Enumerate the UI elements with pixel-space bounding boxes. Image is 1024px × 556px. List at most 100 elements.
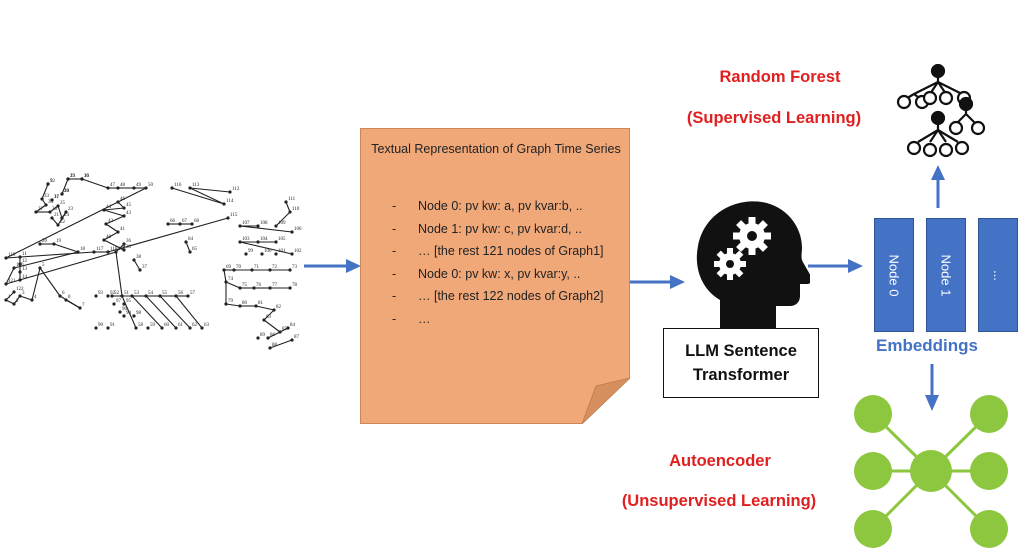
grid-node-label: 47 bbox=[110, 183, 116, 188]
arrow-embeddings-to-autoencoder bbox=[925, 364, 939, 411]
grid-node bbox=[226, 216, 230, 220]
grid-node bbox=[132, 186, 136, 190]
grid-node bbox=[106, 250, 110, 254]
grid-edge bbox=[189, 187, 231, 193]
grid-node-label: 39 bbox=[126, 245, 132, 250]
grid-node bbox=[272, 308, 276, 312]
grid-edge bbox=[175, 295, 203, 329]
grid-node-label: 92 bbox=[110, 291, 116, 296]
grid-node-label: 36 bbox=[126, 239, 132, 244]
grid-node bbox=[116, 200, 120, 204]
grid-node-label: 38 bbox=[136, 255, 142, 260]
grid-edge bbox=[239, 225, 293, 233]
grid-node-label: 70 bbox=[236, 265, 242, 270]
grid-node-label: 98 bbox=[136, 311, 142, 316]
grid-node-label: 63 bbox=[204, 323, 210, 328]
grid-edge bbox=[103, 239, 125, 251]
grid-node bbox=[134, 326, 138, 330]
grid-node bbox=[262, 318, 266, 322]
grid-node-label: 78 bbox=[292, 283, 298, 288]
random-forest-trees-icon bbox=[896, 64, 986, 158]
grid-node-label: 116 bbox=[174, 183, 182, 188]
grid-node-label: 95 bbox=[126, 299, 132, 304]
grid-node bbox=[184, 240, 188, 244]
grid-node bbox=[178, 222, 182, 226]
arrow-graph-to-text bbox=[304, 259, 361, 273]
grid-node-label: 101 bbox=[278, 249, 286, 254]
grid-node-label: 10 bbox=[64, 189, 70, 194]
grid-node bbox=[284, 200, 288, 204]
grid-node-label: 75 bbox=[242, 283, 248, 288]
grid-node-label: 19 bbox=[56, 239, 62, 244]
grid-node bbox=[256, 336, 260, 340]
grid-node-label: 51 bbox=[124, 291, 130, 296]
grid-node bbox=[38, 266, 42, 270]
grid-node-label: 27 bbox=[38, 207, 44, 212]
grid-edge bbox=[225, 303, 241, 307]
grid-node-label: 69 bbox=[226, 265, 232, 270]
grid-node-label: 3 bbox=[22, 291, 25, 296]
grid-edge bbox=[133, 259, 141, 271]
grid-node-label: 24 bbox=[64, 213, 70, 218]
grid-edge bbox=[81, 178, 109, 189]
grid-node bbox=[116, 186, 120, 190]
grid-node bbox=[160, 326, 164, 330]
grid-node-label: 83 bbox=[266, 315, 272, 320]
bullet-dash: - bbox=[392, 221, 397, 236]
grid-edge bbox=[189, 187, 225, 205]
grid-node bbox=[290, 252, 294, 256]
grid-node bbox=[166, 222, 170, 226]
textual-representation-note bbox=[360, 128, 630, 424]
grid-node bbox=[274, 252, 278, 256]
grid-node bbox=[18, 294, 22, 298]
grid-node bbox=[4, 298, 8, 302]
grid-node bbox=[252, 286, 256, 290]
grid-edge bbox=[39, 267, 61, 297]
grid-node bbox=[112, 302, 116, 306]
grid-node bbox=[76, 250, 80, 254]
grid-node-label: 80 bbox=[242, 301, 248, 306]
grid-node bbox=[80, 177, 84, 181]
autoencoder-network-icon bbox=[854, 395, 1008, 548]
grid-node bbox=[222, 268, 226, 272]
grid-node-label: 11 bbox=[22, 252, 27, 257]
grid-edge bbox=[103, 231, 119, 241]
grid-node-label: 14 bbox=[22, 275, 28, 280]
grid-node bbox=[268, 286, 272, 290]
grid-node-label: 9 bbox=[50, 179, 53, 184]
grid-node bbox=[274, 224, 278, 228]
grid-node bbox=[56, 204, 60, 208]
llm-label-line1: LLM Sentence bbox=[685, 342, 797, 360]
grid-node bbox=[260, 252, 264, 256]
grid-node bbox=[224, 280, 228, 284]
note-list: -Node 0: pv kw: a, pv kvar:b, .. -Node 1… bbox=[392, 195, 628, 330]
grid-node bbox=[122, 314, 126, 318]
grid-node-label: 48 bbox=[120, 183, 126, 188]
grid-node bbox=[106, 186, 110, 190]
grid-node bbox=[200, 326, 204, 330]
grid-node-label: 91 bbox=[110, 323, 116, 328]
grid-node-label: 112 bbox=[232, 187, 240, 192]
grid-edge bbox=[131, 295, 163, 329]
grid-node-label: 44 bbox=[106, 205, 112, 210]
grid-node bbox=[12, 290, 16, 294]
grid-node bbox=[48, 210, 52, 214]
grid-node-label: 31 bbox=[54, 195, 60, 200]
grid-node bbox=[238, 286, 242, 290]
grid-node bbox=[66, 177, 70, 181]
note-item: -… [the rest 121 nodes of Graph1] bbox=[392, 240, 628, 263]
grid-node-label: 111 bbox=[288, 197, 296, 202]
grid-edge bbox=[239, 241, 293, 255]
grid-node-label: 28 bbox=[64, 189, 70, 194]
grid-node-label: 107 bbox=[242, 221, 250, 226]
grid-node-label: 68 bbox=[194, 219, 200, 224]
grid-node-label: 110 bbox=[292, 207, 300, 212]
grid-node-label: 104 bbox=[260, 237, 268, 242]
grid-node bbox=[146, 326, 150, 330]
grid-node bbox=[266, 336, 270, 340]
grid-node-label: 29 bbox=[70, 174, 76, 179]
bullet-dash: - bbox=[392, 199, 397, 213]
grid-node-label: 59 bbox=[150, 323, 156, 328]
grid-node bbox=[144, 186, 148, 190]
grid-node bbox=[288, 268, 292, 272]
